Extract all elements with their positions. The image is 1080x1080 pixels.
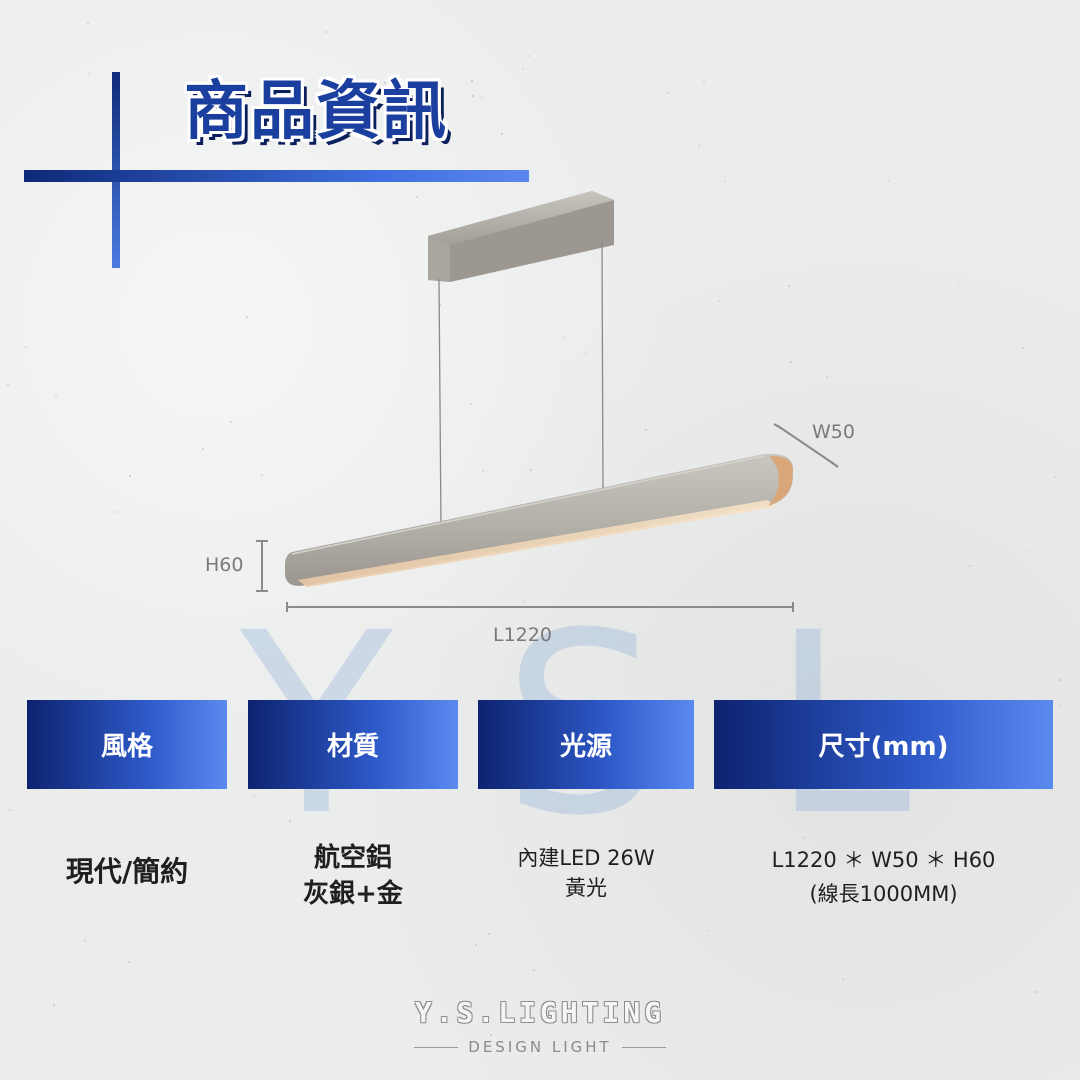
spec-value-style-line-1: 現代/簡約 (65, 855, 189, 888)
lamp-canopy (428, 191, 614, 282)
spec-value-light-source-line-1: 內建LED 26W (517, 846, 655, 870)
paper-speck (416, 196, 418, 198)
spec-header-style: 風格 (27, 700, 227, 789)
page-title: 商品資訊 (184, 75, 448, 149)
paper-speck (384, 82, 386, 84)
paper-speck (718, 300, 720, 302)
height-dimension-line (256, 540, 268, 592)
paper-speck (129, 475, 131, 477)
paper-speck (585, 353, 587, 355)
paper-speck (475, 944, 477, 946)
paper-speck (253, 795, 255, 797)
height-dimension-label: H60 (205, 554, 244, 576)
paper-speck (230, 421, 232, 423)
paper-speck (528, 55, 530, 57)
paper-speck (564, 336, 566, 338)
paper-speck (289, 820, 291, 822)
suspension-wire-right (601, 240, 604, 493)
lamp-bar (285, 453, 793, 587)
spec-value-material: 航空鋁 灰銀+金 (248, 840, 458, 912)
paper-speck (790, 361, 792, 363)
paper-speck (706, 930, 708, 932)
paper-speck (698, 145, 700, 147)
length-dimension-line (286, 602, 794, 612)
paper-speck (524, 600, 526, 602)
paper-speck (703, 81, 705, 83)
paper-speck (488, 933, 490, 935)
spec-value-light-source: 內建LED 26W 黃光 (478, 843, 694, 903)
paper-speck (767, 683, 769, 685)
width-dimension-label: W50 (812, 421, 855, 443)
spec-header-size: 尺寸(mm) (714, 700, 1053, 789)
brand-logo: Y.S.LIGHTING (414, 996, 666, 1029)
spec-value-size-line-2: (線長1000MM) (809, 882, 958, 906)
pendant-lamp-illustration (256, 191, 839, 612)
paper-speck (667, 92, 669, 94)
paper-speck (25, 346, 27, 348)
paper-speck (88, 73, 90, 75)
logo-rule-left (414, 1047, 458, 1048)
spec-header-light-source: 光源 (478, 700, 694, 789)
paper-speck (261, 474, 263, 476)
paper-speck (969, 565, 971, 567)
brand-tagline: DESIGN LIGHT (468, 1038, 612, 1056)
paper-speck (533, 969, 535, 971)
paper-speck (888, 180, 890, 182)
paper-speck (246, 316, 248, 318)
paper-speck (53, 1004, 55, 1006)
paper-speck (87, 22, 89, 24)
paper-speck (946, 503, 948, 505)
paper-speck (55, 394, 57, 396)
paper-speck (593, 697, 595, 699)
logo-rule-right (622, 1047, 666, 1048)
length-dimension-label: L1220 (493, 624, 552, 646)
spec-value-style: 現代/簡約 (27, 852, 227, 892)
paper-speck (116, 511, 118, 513)
spec-value-material-line-1: 航空鋁 (313, 843, 392, 873)
paper-speck (85, 991, 87, 993)
paper-speck (325, 31, 327, 33)
paper-speck (7, 384, 9, 386)
paper-speck (788, 285, 790, 287)
paper-speck (501, 133, 503, 135)
paper-speck (724, 180, 726, 182)
paper-speck (1026, 550, 1028, 552)
spec-header-material: 材質 (248, 700, 458, 789)
spec-value-material-line-2: 灰銀+金 (303, 879, 403, 909)
paper-speck (490, 1034, 492, 1036)
paper-speck (1059, 679, 1061, 681)
paper-speck (84, 940, 86, 942)
paper-speck (842, 978, 844, 980)
paper-speck (470, 403, 472, 405)
paper-speck (530, 469, 532, 471)
spec-value-size: L1220 ＊ W50 ＊ H60 (線長1000MM) (714, 843, 1053, 911)
paper-speck (9, 809, 11, 811)
spec-value-size-line-1: L1220 ＊ W50 ＊ H60 (771, 848, 996, 872)
paper-speck (1059, 704, 1061, 706)
paper-speck (482, 470, 484, 472)
paper-speck (958, 282, 960, 284)
paper-speck (826, 376, 828, 378)
paper-speck (1054, 476, 1056, 478)
paper-speck (888, 902, 890, 904)
paper-speck (1036, 991, 1038, 993)
paper-speck (481, 96, 483, 98)
paper-speck (803, 837, 805, 839)
width-dimension-line (773, 423, 839, 468)
suspension-wire-left (438, 278, 442, 529)
paper-speck (439, 304, 441, 306)
paper-speck (645, 429, 647, 431)
header-cross-horizontal (24, 170, 529, 182)
paper-speck (1022, 347, 1024, 349)
paper-speck (128, 961, 130, 963)
paper-speck (472, 95, 474, 97)
spec-value-light-source-line-2: 黃光 (565, 876, 607, 900)
paper-speck (202, 448, 204, 450)
paper-speck (522, 68, 524, 70)
paper-speck (799, 685, 801, 687)
paper-speck (471, 80, 473, 82)
